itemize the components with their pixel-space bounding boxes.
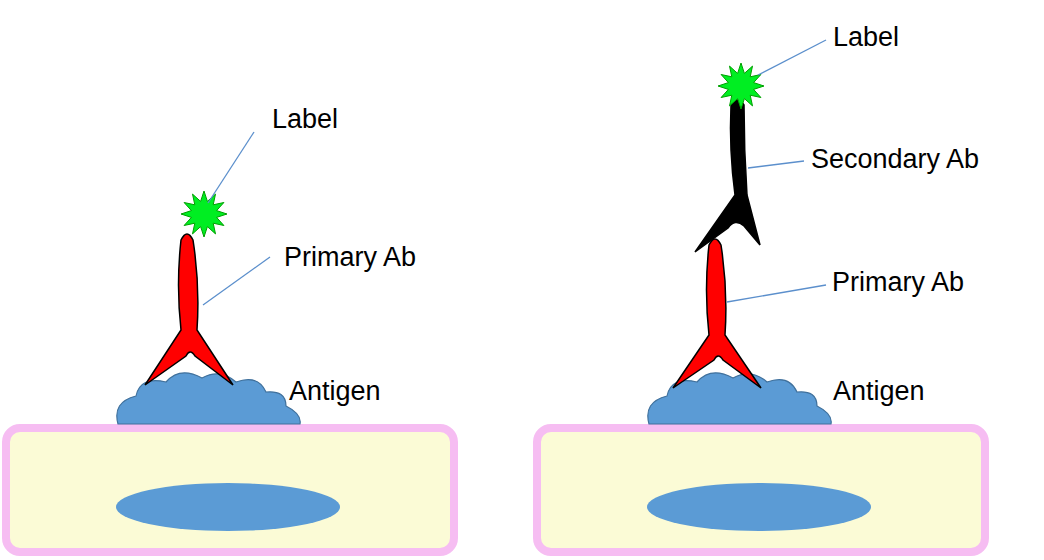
leader-line — [208, 132, 254, 203]
leader-line — [758, 40, 826, 75]
leader-line — [727, 285, 826, 302]
cell-body — [537, 428, 985, 552]
antigen — [648, 373, 831, 424]
primary-antibody-left — [145, 234, 233, 385]
leader-line — [203, 257, 270, 305]
fluorescent-label — [718, 63, 764, 109]
primary-antibody — [673, 239, 761, 388]
nucleus — [116, 483, 340, 531]
label-text: Label — [272, 104, 338, 135]
part-label: Secondary Ab — [811, 144, 979, 175]
leader-lines — [203, 40, 826, 305]
leader-line — [748, 161, 804, 168]
cell-left — [6, 428, 454, 552]
part-label: Antigen — [833, 376, 925, 407]
cell-body — [6, 428, 454, 552]
part-label: Primary Ab — [832, 267, 964, 298]
antigen — [117, 373, 300, 424]
fluorescent-label — [181, 191, 227, 237]
secondary-antibody — [695, 100, 760, 252]
label-text: Label — [833, 22, 899, 53]
cell-right — [537, 428, 985, 552]
antibodies-right — [673, 100, 761, 388]
part-label: Antigen — [289, 376, 381, 407]
primary-antibody — [145, 234, 233, 385]
nucleus — [647, 483, 871, 531]
part-label: Primary Ab — [284, 242, 416, 273]
